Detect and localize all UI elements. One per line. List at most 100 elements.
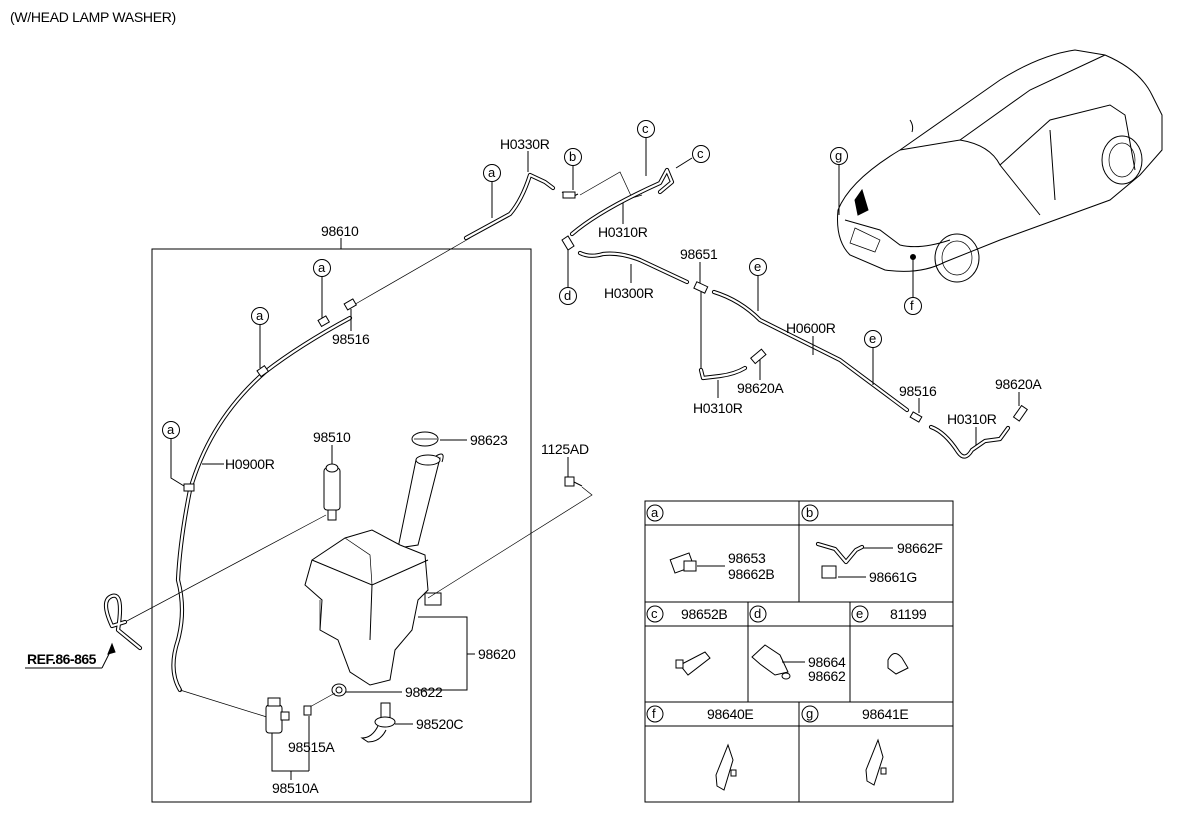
filler-cap-98623[interactable] <box>411 431 439 447</box>
hose-h0310r-upper[interactable] <box>569 167 675 237</box>
clip-a-lower <box>183 483 195 492</box>
leader-valve-to-upper <box>351 237 471 307</box>
callout-e-1: e <box>749 258 767 311</box>
level-sensor-98520c[interactable] <box>360 702 396 743</box>
callout-a-3: a <box>162 421 185 487</box>
hose-h0300r[interactable] <box>577 250 690 285</box>
svg-text:g: g <box>835 148 842 163</box>
washer-reservoir-98620[interactable] <box>304 453 444 686</box>
nozzle-98620a-right[interactable] <box>1012 404 1028 422</box>
clip-a-mid <box>256 364 270 378</box>
hose-h0900r[interactable] <box>171 315 353 693</box>
grommet-98622[interactable] <box>331 683 347 697</box>
label-98623: 98623 <box>470 432 508 448</box>
legend-cell-a: a 98653 98662B <box>646 504 775 582</box>
label-98620: 98620 <box>478 646 516 662</box>
legend-e-title: 81199 <box>890 606 927 622</box>
label-h0310r-left: H0310R <box>693 400 743 416</box>
label-98516-inner: 98516 <box>332 331 370 347</box>
svg-text:f: f <box>652 706 656 721</box>
svg-text:a: a <box>167 422 175 437</box>
clip-98653-icon <box>669 552 697 574</box>
label-98510a: 98510A <box>272 780 319 796</box>
seal-98515a[interactable] <box>303 705 312 716</box>
legend-g-title: 98641E <box>862 706 908 722</box>
check-valve-98516-right[interactable] <box>909 411 923 423</box>
legend-cell-c: c 98652B <box>646 605 728 676</box>
nozzle-98620a-left[interactable] <box>750 348 767 365</box>
hose-h0310r-left[interactable] <box>698 365 748 381</box>
legend-d-part-1: 98664 <box>808 654 846 670</box>
ref-hose <box>103 593 143 651</box>
svg-text:c: c <box>651 606 658 621</box>
svg-text:d: d <box>564 288 571 303</box>
joint-b[interactable] <box>561 191 579 199</box>
svg-text:e: e <box>869 331 876 346</box>
svg-text:e: e <box>754 259 761 274</box>
svg-text:a: a <box>651 505 659 520</box>
svg-text:f: f <box>910 298 914 313</box>
leader-hose-to-pump <box>179 689 271 719</box>
label-98622: 98622 <box>405 684 443 700</box>
legend-cell-e: e 81199 <box>851 605 927 675</box>
svg-text:e: e <box>856 606 863 621</box>
hose-h0600r[interactable] <box>711 289 910 413</box>
washer-assembly-box: 98610 <box>151 223 532 803</box>
legend-cell-b: b 98662F 98661G <box>801 504 943 585</box>
svg-text:a: a <box>256 308 264 323</box>
label-h0900r: H0900R <box>225 456 275 472</box>
callout-d: d <box>559 250 577 305</box>
svg-text:a: a <box>318 260 326 275</box>
label-h0330r: H0330R <box>500 136 550 152</box>
callout-a-top: a <box>483 164 501 218</box>
svg-text:a: a <box>488 165 496 180</box>
svg-text:b: b <box>569 149 576 164</box>
label-ref-86-865[interactable]: REF.86-865 <box>27 651 97 667</box>
label-98520c: 98520C <box>416 716 463 732</box>
label-98516-right: 98516 <box>899 383 937 399</box>
label-98620a-right: 98620A <box>995 376 1042 392</box>
label-h0300r: H0300R <box>604 285 654 301</box>
svg-text:c: c <box>697 146 704 161</box>
label-98651: 98651 <box>680 246 718 262</box>
legend-a-part-2: 98662B <box>728 566 774 582</box>
hose-upper-a[interactable] <box>463 172 556 241</box>
joint-d[interactable] <box>561 235 575 251</box>
svg-text:g: g <box>806 706 813 721</box>
hose-h0310r-right[interactable] <box>928 424 1011 459</box>
legend-table <box>644 500 954 803</box>
ref-link[interactable]: REF.86-865 <box>25 642 116 669</box>
callout-f: f <box>904 258 922 315</box>
label-h0310r-right: H0310R <box>947 411 997 427</box>
callout-e-2: e <box>864 330 882 385</box>
legend-b-part-2: 98661G <box>869 569 917 585</box>
legend-b-part-1: 98662F <box>897 540 943 556</box>
svg-text:d: d <box>754 606 761 621</box>
callout-a-1: a <box>313 259 331 318</box>
check-valve-98516-inner[interactable] <box>343 298 358 311</box>
leader-bolt-to-tank <box>427 486 593 599</box>
svg-text:c: c <box>642 121 649 136</box>
legend-cell-g: g 98641E <box>801 705 909 786</box>
label-98620a-left: 98620A <box>737 380 784 396</box>
label-98515a: 98515A <box>288 739 335 755</box>
diagram-title: (W/HEAD LAMP WASHER) <box>10 9 176 25</box>
joint-98651[interactable] <box>693 281 709 294</box>
callout-g: g <box>830 147 848 215</box>
svg-text:b: b <box>806 505 813 520</box>
callout-a-2: a <box>251 307 269 368</box>
bracket-98620 <box>418 616 468 691</box>
legend-f-title: 98640E <box>707 706 753 722</box>
label-98610: 98610 <box>321 223 359 239</box>
legend-cell-d: d 98664 98662 <box>749 605 846 684</box>
legend-c-title: 98652B <box>681 606 727 622</box>
bolt-1125ad[interactable] <box>564 476 583 487</box>
label-98510: 98510 <box>313 429 351 445</box>
pump-98510a[interactable] <box>265 697 290 734</box>
callout-b: b <box>564 148 582 190</box>
washer-pump-98510[interactable] <box>323 463 341 521</box>
label-1125ad: 1125AD <box>541 441 589 457</box>
label-h0310r-upper: H0310R <box>598 224 648 240</box>
clip-a-upper <box>317 315 331 328</box>
